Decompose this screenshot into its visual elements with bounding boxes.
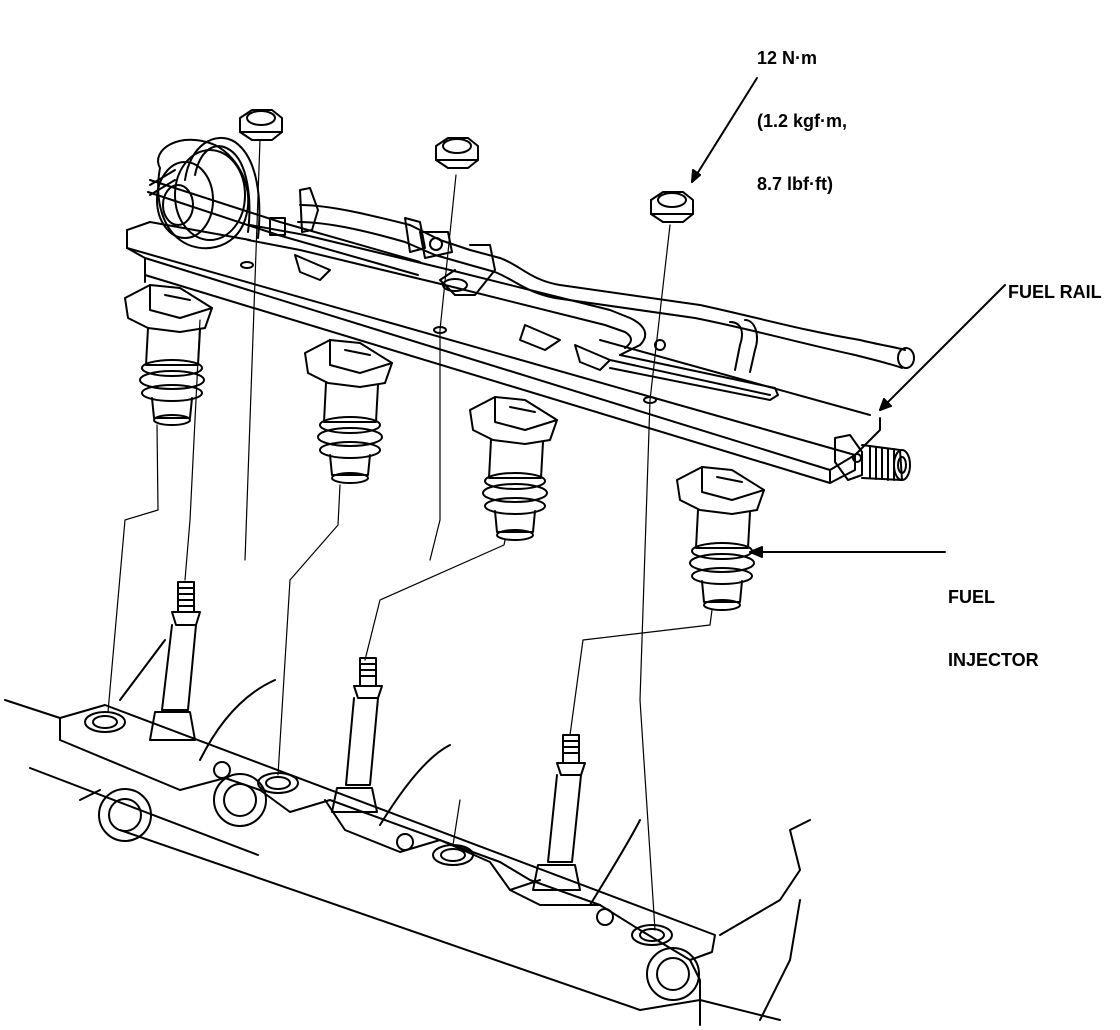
stud-bolt	[532, 734, 586, 891]
fuel-injector-label-line-1: FUEL	[948, 587, 995, 607]
rail-nut	[239, 109, 283, 141]
fuel-injector	[304, 339, 393, 484]
fuel-injector	[469, 396, 558, 541]
torque-spec-line-2: (1.2 kgf·m,	[757, 111, 848, 131]
torque-callout-leader	[691, 77, 758, 183]
torque-spec-line-3: 8.7 lbf·ft)	[757, 174, 833, 194]
intake-manifold-base	[4, 639, 811, 1026]
fuel-injector-label: FUEL INJECTOR	[948, 545, 1039, 692]
fuel-rail-callout-leader	[879, 284, 1006, 411]
fuel-injector	[124, 284, 213, 426]
fuel-rail	[126, 221, 911, 484]
rail-nut	[435, 137, 479, 169]
rail-nut	[650, 191, 694, 223]
stud-bolt	[149, 581, 201, 741]
fuel-rail-label: FUEL RAIL	[1008, 282, 1102, 302]
fuel-injector-callout-leader	[749, 546, 946, 558]
fuel-injector-label-line-2: INJECTOR	[948, 650, 1039, 670]
fuel-injector	[676, 466, 765, 611]
stud-bolt	[331, 657, 383, 813]
torque-spec-line-1: 12 N·m	[757, 48, 818, 68]
torque-spec-label: 12 N·m (1.2 kgf·m, 8.7 lbf·ft)	[757, 6, 847, 216]
fuel-lines	[147, 136, 915, 401]
